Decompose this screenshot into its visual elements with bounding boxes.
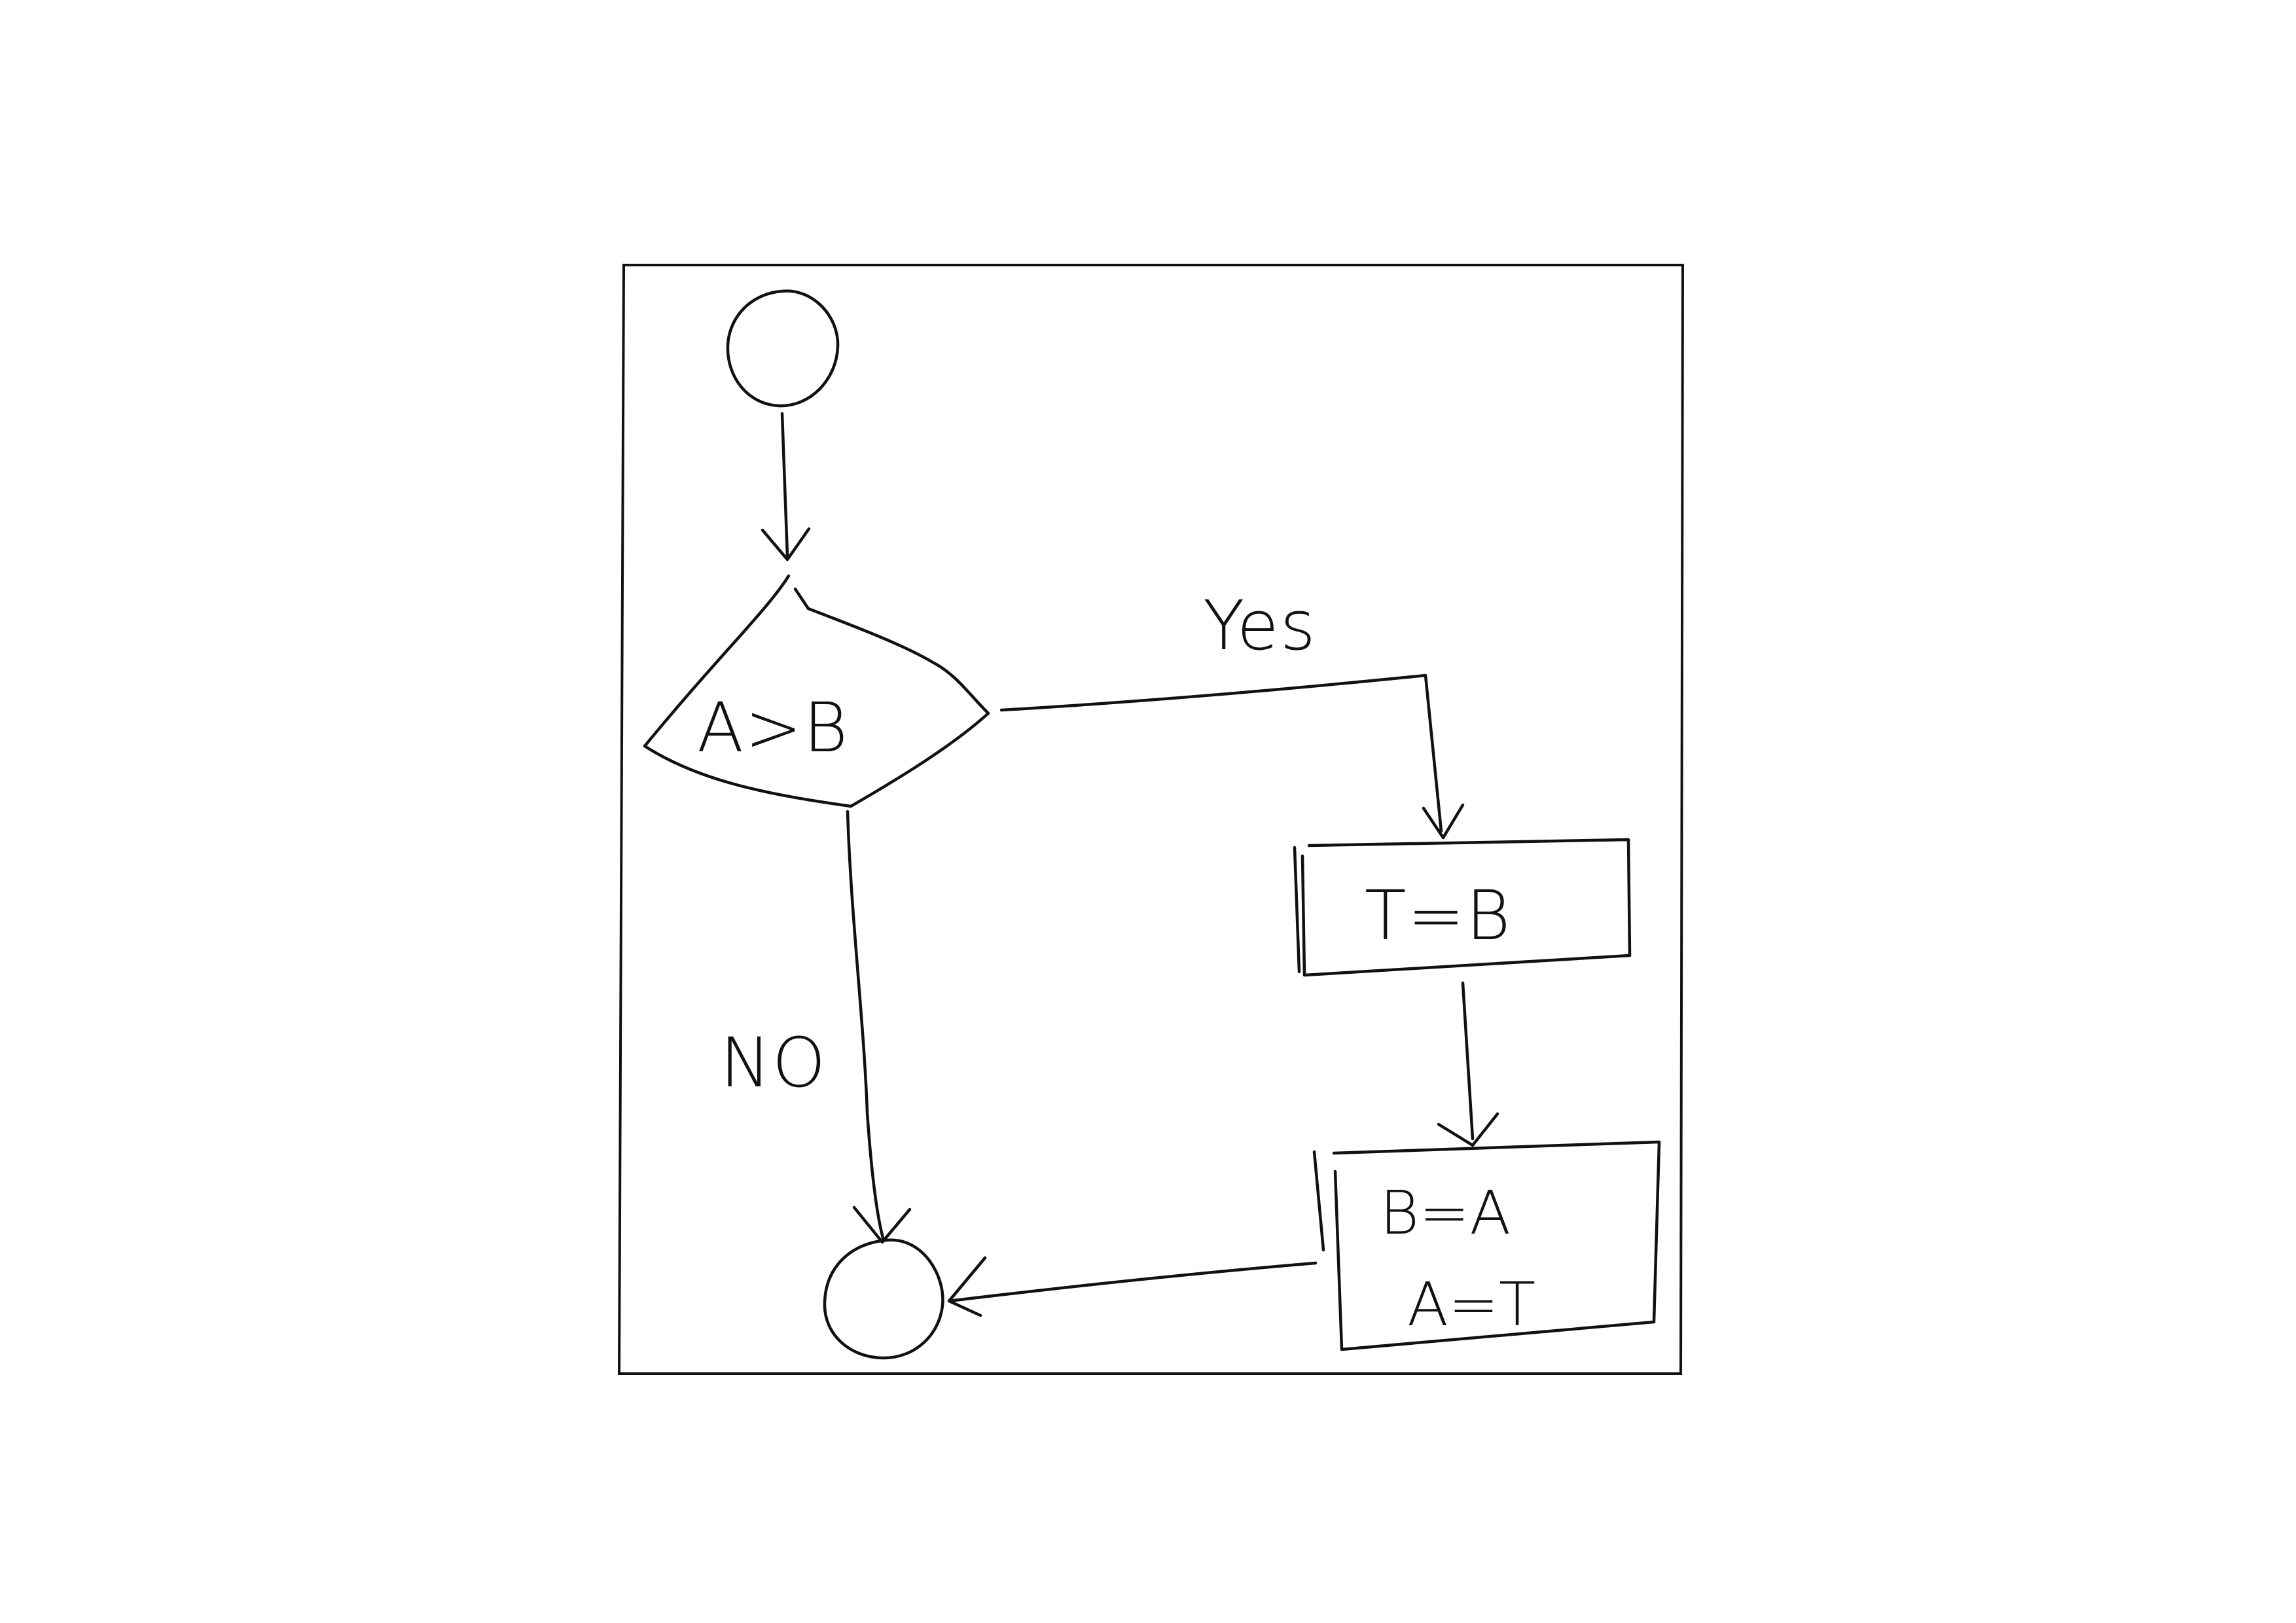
- no-label: NO: [720, 1023, 827, 1103]
- swap-line-2: A=T: [1407, 1270, 1535, 1340]
- arrow-swap-to-end: [947, 1261, 1318, 1303]
- arrowhead-start-to-decision: [761, 527, 811, 562]
- swap-line-1: B=A: [1380, 1178, 1511, 1248]
- assign-t-node: [1300, 838, 1632, 977]
- arrow-yes-to-assign-t: [999, 673, 1443, 833]
- yes-label: Yes: [1203, 586, 1317, 666]
- arrow-assign-to-swap: [1461, 981, 1475, 1141]
- arrowhead-swap-to-end: [947, 1256, 987, 1317]
- arrowhead-assign-to-swap: [1437, 1112, 1499, 1147]
- end-node: [823, 1238, 944, 1360]
- diagram-frame: [617, 264, 1685, 1375]
- swap-left-stroke: [1312, 1150, 1325, 1252]
- swap-node: [1332, 1140, 1661, 1351]
- decision-label: A>B: [697, 688, 849, 768]
- assign-t-label: T=B: [1365, 876, 1512, 955]
- arrow-no-to-end: [846, 810, 886, 1242]
- decision-node: [643, 574, 990, 808]
- arrow-start-to-decision: [780, 412, 789, 558]
- start-node: [726, 289, 840, 408]
- arrowhead-yes: [1422, 803, 1465, 840]
- assign-t-left-stroke: [1293, 846, 1301, 974]
